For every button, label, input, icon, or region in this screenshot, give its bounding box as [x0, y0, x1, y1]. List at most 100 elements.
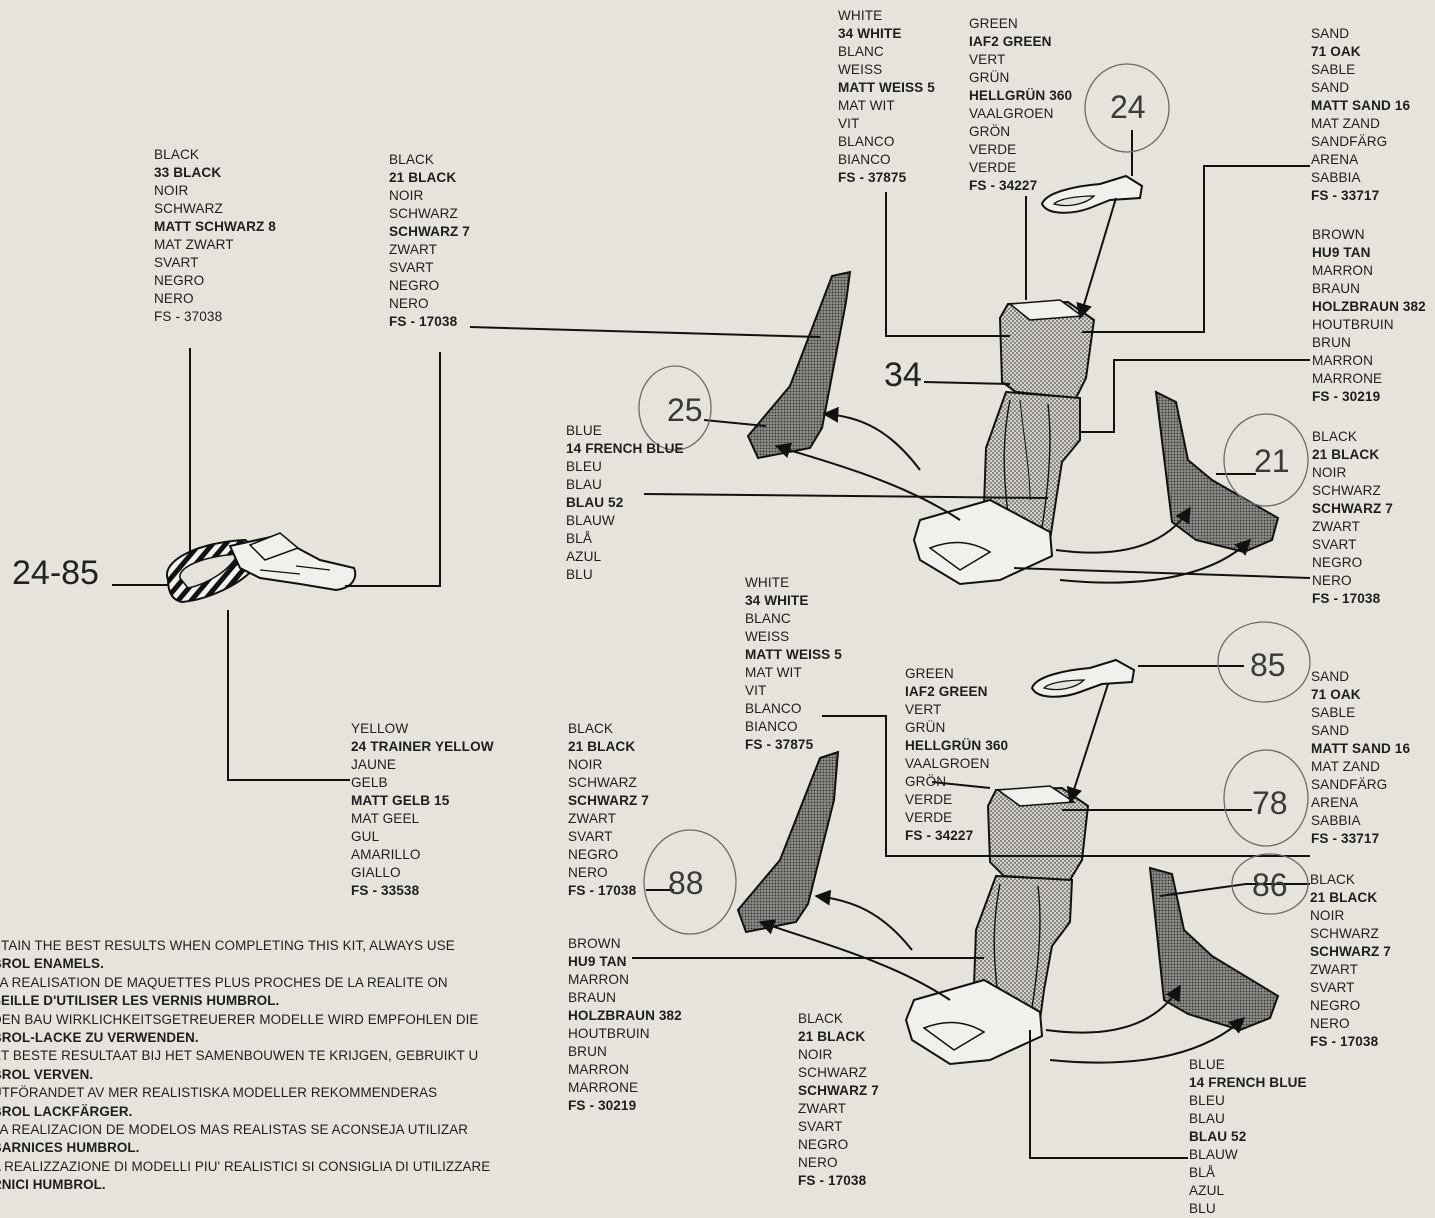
legend-line: BRAUN [568, 990, 617, 1005]
legend-line: FS - 17038 [568, 883, 637, 898]
legend-line: BLU [1189, 1201, 1216, 1216]
legend-line: MAT ZWART [154, 237, 234, 252]
legend-line: HELLGRÜN 360 [969, 88, 1073, 103]
legend-line: GREEN [969, 16, 1018, 31]
legend-line: NOIR [1312, 465, 1347, 480]
legend-line: NEGRO [568, 847, 619, 862]
note-line: BROL ENAMELS. [0, 956, 104, 972]
note-line: ET BESTE RESULTAAT BIJ HET SAMENBOUWEN T… [0, 1048, 479, 1064]
legend-line: 33 BLACK [154, 165, 222, 180]
legend-line: BLÅ [566, 531, 592, 546]
legend-line: ZWART [389, 242, 438, 257]
legend-line: SANDFÄRG [1311, 134, 1388, 149]
legend-line: GELB [351, 775, 388, 790]
part-number-85: 85 [1250, 647, 1286, 683]
legend-line: VERDE [969, 142, 1017, 157]
legend-line: BROWN [568, 936, 621, 951]
legend-line: SABBIA [1311, 813, 1361, 828]
legend-line: BLAU [566, 477, 602, 492]
legend-line: FS - 17038 [1310, 1034, 1379, 1049]
legend-line: SVART [154, 255, 199, 270]
legend-line: JAUNE [351, 757, 397, 772]
legend-line: SVART [1312, 537, 1357, 552]
legend-line: SCHWARZ 7 [1310, 944, 1391, 959]
legend-line: NEGRO [798, 1137, 849, 1152]
legend-line: NEGRO [389, 278, 440, 293]
legend-line: 21 BLACK [568, 739, 636, 754]
legend-line: AMARILLO [351, 847, 421, 862]
legend-line: 71 OAK [1311, 687, 1361, 702]
legend-line: SVART [798, 1119, 843, 1134]
legend-line: MATT WEISS 5 [838, 80, 935, 95]
legend-line: VERT [905, 702, 942, 717]
part-number-88: 88 [668, 865, 704, 901]
legend-line: FS - 34227 [905, 828, 974, 843]
legend-line: BLAUW [1189, 1147, 1238, 1162]
legend-line: 21 BLACK [1312, 447, 1380, 462]
legend-line: GIALLO [351, 865, 401, 880]
legend-line: HOUTBRUIN [1312, 317, 1394, 332]
legend-line: BLACK [389, 152, 435, 167]
legend-line: HOLZBRAUN 382 [568, 1008, 682, 1023]
part-number-24-85: 24-85 [12, 554, 99, 592]
legend-line: MARRON [1312, 353, 1374, 368]
legend-line: FS - 33717 [1311, 831, 1380, 846]
legend-line: VAALGROEN [969, 106, 1054, 121]
legend-line: FS - 34227 [969, 178, 1038, 193]
legend-line: SVART [389, 260, 434, 275]
part-number-24: 24 [1110, 89, 1146, 125]
legend-line: SVART [568, 829, 613, 844]
legend-line: BLACK [568, 721, 614, 736]
legend-line: MARRON [568, 1062, 630, 1077]
note-line: BTAIN THE BEST RESULTS WHEN COMPLETING T… [0, 938, 455, 953]
legend-line: FS - 30219 [1312, 389, 1381, 404]
legend-line: MATT SAND 16 [1311, 741, 1411, 756]
legend-line: BLÅ [1189, 1165, 1215, 1180]
legend-line: WHITE [838, 8, 883, 23]
legend-line: VAALGROEN [905, 756, 990, 771]
legend-line: FS - 33538 [351, 883, 420, 898]
legend-line: MARRONE [1312, 371, 1383, 386]
legend-line: GRÖN [905, 774, 947, 789]
legend-line: BLEU [566, 459, 602, 474]
legend-line: ARENA [1311, 152, 1359, 167]
legend-line: VERT [969, 52, 1006, 67]
legend-line: ZWART [798, 1101, 847, 1116]
note-line: SEILLE D'UTILISER LES VERNIS HUMBROL. [0, 993, 280, 1009]
legend-line: BLANCO [745, 701, 802, 716]
legend-line: AZUL [566, 549, 602, 564]
legend-line: SAND [1311, 26, 1350, 41]
legend-line: NERO [798, 1155, 838, 1170]
note-line: A REALIZZAZIONE DI MODELLI PIU' REALISTI… [0, 1158, 491, 1174]
legend-line: 21 BLACK [798, 1029, 866, 1044]
legend-line: NERO [389, 296, 429, 311]
legend-line: BLAU [1189, 1111, 1225, 1126]
legend-line: FS - 37875 [745, 737, 814, 752]
legend-line: WHITE [745, 575, 790, 590]
legend-line: 14 FRENCH BLUE [566, 441, 684, 456]
legend-line: ZWART [1310, 962, 1359, 977]
legend-line: SABBIA [1311, 170, 1361, 185]
legend-line: 24 TRAINER YELLOW [351, 739, 494, 754]
legend-line: SCHWARZ [389, 206, 458, 221]
legend-line: MATT WEISS 5 [745, 647, 842, 662]
legend-line: SCHWARZ 7 [798, 1083, 879, 1098]
legend-line: BLUE [566, 423, 602, 438]
arrows-top-seat [774, 197, 1252, 584]
legend-line: SABLE [1311, 705, 1356, 720]
legend-line: GRÜN [905, 720, 946, 735]
legend-line: WEISS [745, 629, 790, 644]
legend-line: NOIR [1310, 908, 1345, 923]
legend-line: BLACK [1312, 429, 1358, 444]
pull-handle-part [165, 532, 357, 604]
legend-line: VIT [745, 683, 767, 698]
part-number-21: 21 [1254, 443, 1290, 479]
legend-line: BLACK [154, 147, 200, 162]
legend-line: MAT WIT [838, 98, 895, 113]
